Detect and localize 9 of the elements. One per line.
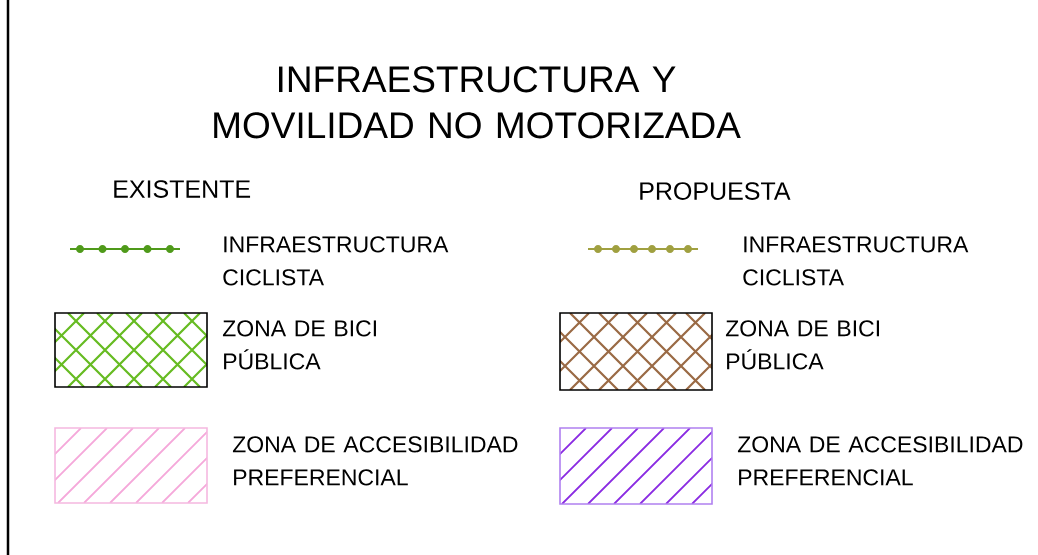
legend-text: INFRAESTRUCTURA CICLISTA (743, 236, 969, 286)
legend-text: INFRAESTRUCTURA CICLISTA (223, 236, 449, 286)
legend-text: ZONA DE ACCESIBILIDAD PREFERENCIAL (232, 436, 518, 486)
legend-text: ZONA DE ACCESIBILIDAD PREFERENCIAL (737, 436, 1023, 486)
column-heading: PROPUESTA (640, 182, 791, 200)
legend-text: ZONA DE BICI PÚBLICA (725, 320, 879, 370)
legend-text: ZONA DE BICI PÚBLICA (222, 320, 376, 370)
title: INFRAESTRUCTURA Y MOVILIDAD NO MOTORIZADA (214, 66, 741, 139)
column-heading: EXISTENTE (114, 180, 251, 198)
